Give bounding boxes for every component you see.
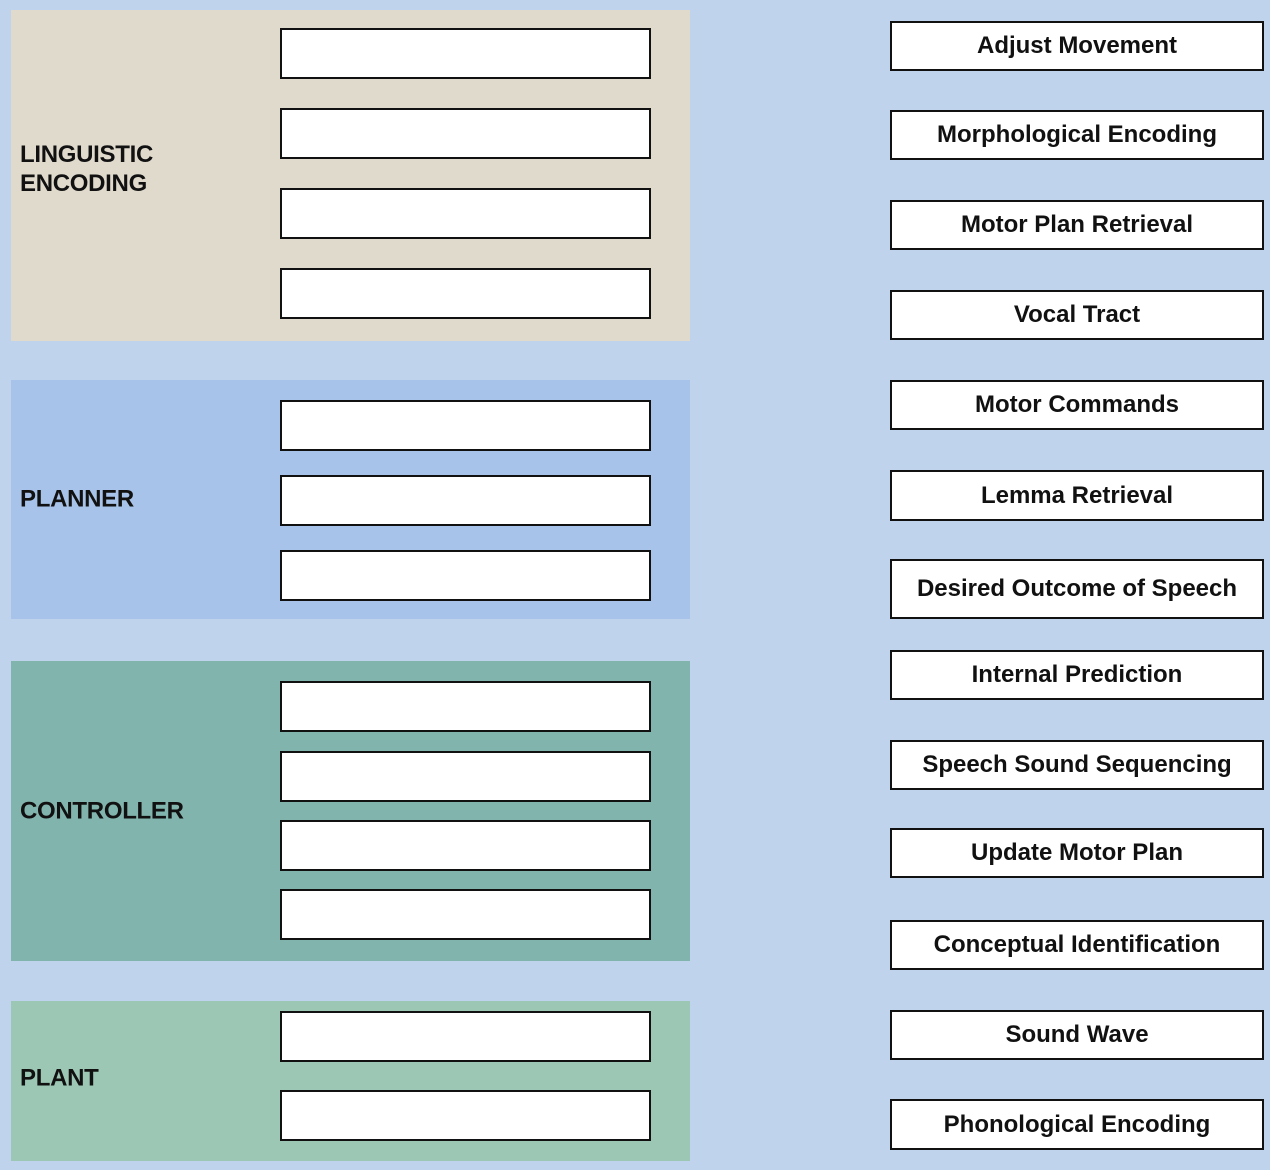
option-internal-prediction[interactable]: Internal Prediction	[890, 650, 1264, 700]
option-motor-plan-retrieval[interactable]: Motor Plan Retrieval	[890, 200, 1264, 250]
option-update-motor-plan[interactable]: Update Motor Plan	[890, 828, 1264, 878]
option-desired-outcome-of-speech[interactable]: Desired Outcome of Speech	[890, 559, 1264, 619]
drop-slot-linguistic-encoding-1[interactable]	[280, 28, 651, 79]
drop-slot-planner-2[interactable]	[280, 475, 651, 526]
drop-slot-plant-2[interactable]	[280, 1090, 651, 1141]
option-vocal-tract[interactable]: Vocal Tract	[890, 290, 1264, 340]
category-label-line: LINGUISTIC	[20, 141, 153, 168]
category-label-planner: PLANNER	[20, 485, 134, 514]
drop-slot-controller-3[interactable]	[280, 820, 651, 871]
category-label-controller: CONTROLLER	[20, 797, 184, 826]
option-speech-sound-sequencing[interactable]: Speech Sound Sequencing	[890, 740, 1264, 790]
option-sound-wave[interactable]: Sound Wave	[890, 1010, 1264, 1060]
option-adjust-movement[interactable]: Adjust Movement	[890, 21, 1264, 71]
drop-slot-controller-4[interactable]	[280, 889, 651, 940]
option-morphological-encoding[interactable]: Morphological Encoding	[890, 110, 1264, 160]
category-label-line: ENCODING	[20, 170, 147, 197]
category-label-line: PLANT	[20, 1064, 99, 1092]
category-label-plant: PLANT	[20, 1064, 99, 1093]
drop-slot-linguistic-encoding-4[interactable]	[280, 268, 651, 319]
option-phonological-encoding[interactable]: Phonological Encoding	[890, 1099, 1264, 1150]
drop-slot-planner-1[interactable]	[280, 400, 651, 451]
option-conceptual-identification[interactable]: Conceptual Identification	[890, 920, 1264, 970]
option-lemma-retrieval[interactable]: Lemma Retrieval	[890, 470, 1264, 521]
drop-slot-plant-1[interactable]	[280, 1011, 651, 1062]
category-label-line: PLANNER	[20, 485, 134, 513]
option-motor-commands[interactable]: Motor Commands	[890, 380, 1264, 430]
category-label-line: CONTROLLER	[20, 797, 184, 825]
drop-slot-controller-2[interactable]	[280, 751, 651, 802]
drop-slot-planner-3[interactable]	[280, 550, 651, 601]
drop-slot-linguistic-encoding-2[interactable]	[280, 108, 651, 159]
drop-slot-linguistic-encoding-3[interactable]	[280, 188, 651, 239]
drop-slot-controller-1[interactable]	[280, 681, 651, 732]
